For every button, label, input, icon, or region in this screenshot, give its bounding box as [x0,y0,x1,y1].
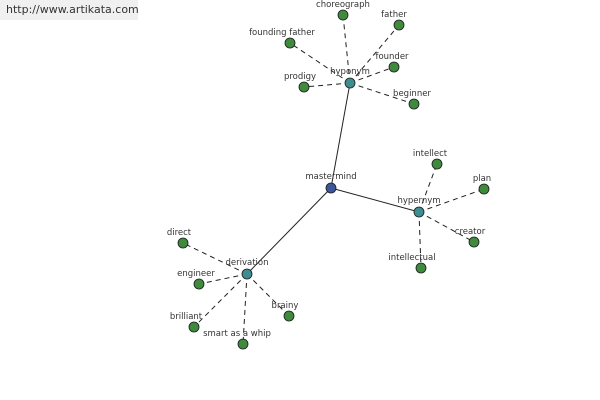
edge-hub-top-leaf-2 [289,42,351,84]
hub-top-leaf-label-1: father [381,10,407,20]
edge-hub-left-leaf-1 [198,273,248,285]
hub-left-leaf-label-3: smart as a whip [203,329,271,339]
hub-left-leaf-node-3[interactable] [237,338,249,350]
root-label: mastermind [305,172,356,182]
edge-root-hub-top [330,82,351,189]
hub-left-label: derivation [225,258,268,268]
hub-top-label: hyponym [330,67,370,77]
hub-right-leaf-node-2[interactable] [468,236,480,248]
edge-hub-left-leaf-4 [246,273,290,317]
hub-left-leaf-label-2: brilliant [170,312,203,322]
hub-top-leaf-node-0[interactable] [337,9,349,21]
edge-hub-top-leaf-5 [349,82,415,105]
hub-top-leaf-label-0: choreograph [316,0,370,10]
edge-hub-top-leaf-1 [349,24,400,84]
hub-right-leaf-label-3: intellectual [388,253,435,263]
hub-right-node[interactable] [413,206,425,218]
edge-hub-left-leaf-3 [242,273,248,345]
hub-right-leaf-node-1[interactable] [478,183,490,195]
hub-top-leaf-node-1[interactable] [393,19,405,31]
hub-top-node[interactable] [344,77,356,89]
hub-top-leaf-node-2[interactable] [284,37,296,49]
hub-top-leaf-node-5[interactable] [408,98,420,110]
hub-top-leaf-label-2: founding father [249,28,315,38]
hub-left-node[interactable] [241,268,253,280]
hub-left-leaf-node-4[interactable] [283,310,295,322]
edge-root-hub-right [330,187,420,213]
hub-left-leaf-label-0: direct [167,228,192,238]
hub-right-leaf-node-3[interactable] [415,262,427,274]
root-node[interactable] [325,182,337,194]
hub-right-label: hypernym [397,196,440,206]
hub-top-leaf-label-5: beginner [393,89,431,99]
edge-hub-right-leaf-2 [418,211,475,243]
edge-hub-left-leaf-2 [193,273,248,328]
hub-left-leaf-node-1[interactable] [193,278,205,290]
hub-right-leaf-label-1: plan [473,174,491,184]
hub-left-leaf-node-2[interactable] [188,321,200,333]
hub-top-leaf-label-3: founder [375,52,409,62]
hub-left-leaf-label-4: brainy [272,301,299,311]
edge-hub-top-leaf-3 [349,66,395,84]
edge-hub-top-leaf-0 [342,14,351,84]
edge-hub-top-leaf-4 [303,82,351,88]
hub-right-leaf-label-0: intellect [413,149,448,159]
hub-right-leaf-label-2: creator [455,227,486,237]
hub-left-leaf-label-1: engineer [177,269,215,279]
hub-left-leaf-node-0[interactable] [177,237,189,249]
hub-right-leaf-node-0[interactable] [431,158,443,170]
hub-top-leaf-node-4[interactable] [298,81,310,93]
hub-top-leaf-node-3[interactable] [388,61,400,73]
watermark: http://www.artikata.com [0,0,139,20]
edge-root-hub-left [246,187,332,275]
edge-hub-right-leaf-1 [418,188,485,213]
edge-hub-right-leaf-3 [418,211,422,269]
edge-hub-left-leaf-0 [182,242,248,275]
hub-top-leaf-label-4: prodigy [284,72,316,82]
